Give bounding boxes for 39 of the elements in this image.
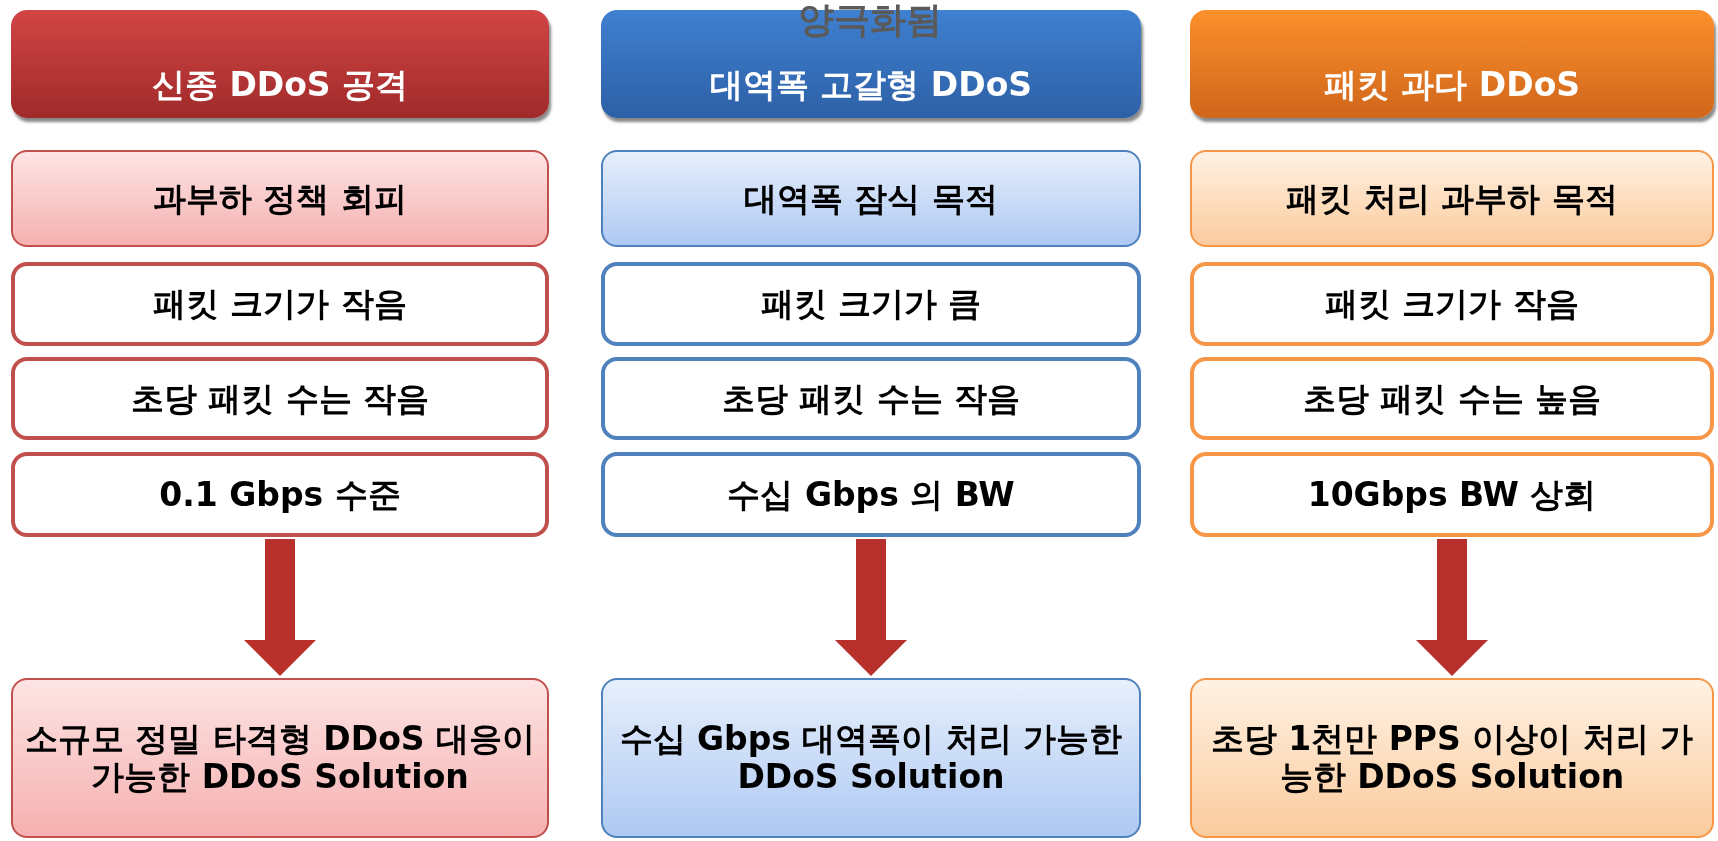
box-label: 패킷 크기가 작음: [152, 285, 408, 323]
box-label: 패킷 처리 과부하 목적: [1285, 179, 1619, 218]
down-arrow: [835, 539, 907, 676]
box-label: 과부하 정책 회피: [152, 179, 408, 218]
info-box: [11, 678, 549, 838]
info-box: [1190, 150, 1714, 247]
box-label: 대역폭 고갈형 DDoS: [708, 66, 1034, 104]
info-box: [11, 262, 549, 346]
info-box: [601, 150, 1141, 247]
info-box: [601, 452, 1141, 537]
info-box: [11, 452, 549, 537]
info-box: [1190, 357, 1714, 440]
box-label: 신종 DDoS 공격: [150, 66, 410, 104]
box-label: 패킷 크기가 큼: [759, 285, 983, 323]
header-box: [1190, 10, 1714, 118]
box-label: 대역폭 잠식 목적: [743, 179, 999, 218]
down-arrow: [1416, 539, 1488, 676]
box-label: 수십 Gbps 대역폭이 처리 가능한 DDoS Solution: [618, 720, 1124, 796]
info-box: [601, 678, 1141, 838]
header-box: [11, 10, 549, 118]
box-label: 초당 패킷 수는 작음: [129, 379, 431, 418]
overlay-label: 양극화됨: [798, 0, 942, 42]
box-label: 패킷 과다 DDoS: [1322, 66, 1582, 104]
box-label: 초당 패킷 수는 작음: [720, 379, 1022, 418]
info-box: [1190, 262, 1714, 346]
info-box: [1190, 678, 1714, 838]
info-box: [601, 262, 1141, 346]
box-label: 패킷 크기가 작음: [1324, 285, 1580, 323]
info-box: [601, 357, 1141, 440]
box-label: 10Gbps BW 상회: [1306, 475, 1598, 514]
info-box: [11, 357, 549, 440]
box-label: 초당 패킷 수는 높음: [1301, 379, 1603, 418]
info-box: [11, 150, 549, 247]
info-box: [1190, 452, 1714, 537]
box-label: 초당 1천만 PPS 이상이 처리 가능한 DDoS Solution: [1209, 720, 1695, 796]
box-label: 0.1 Gbps 수준: [158, 475, 402, 514]
box-label: 소규모 정밀 타격형 DDoS 대응이 가능한 DDoS Solution: [23, 720, 537, 796]
box-label: 수십 Gbps 의 BW: [726, 475, 1016, 514]
down-arrow: [244, 539, 316, 676]
